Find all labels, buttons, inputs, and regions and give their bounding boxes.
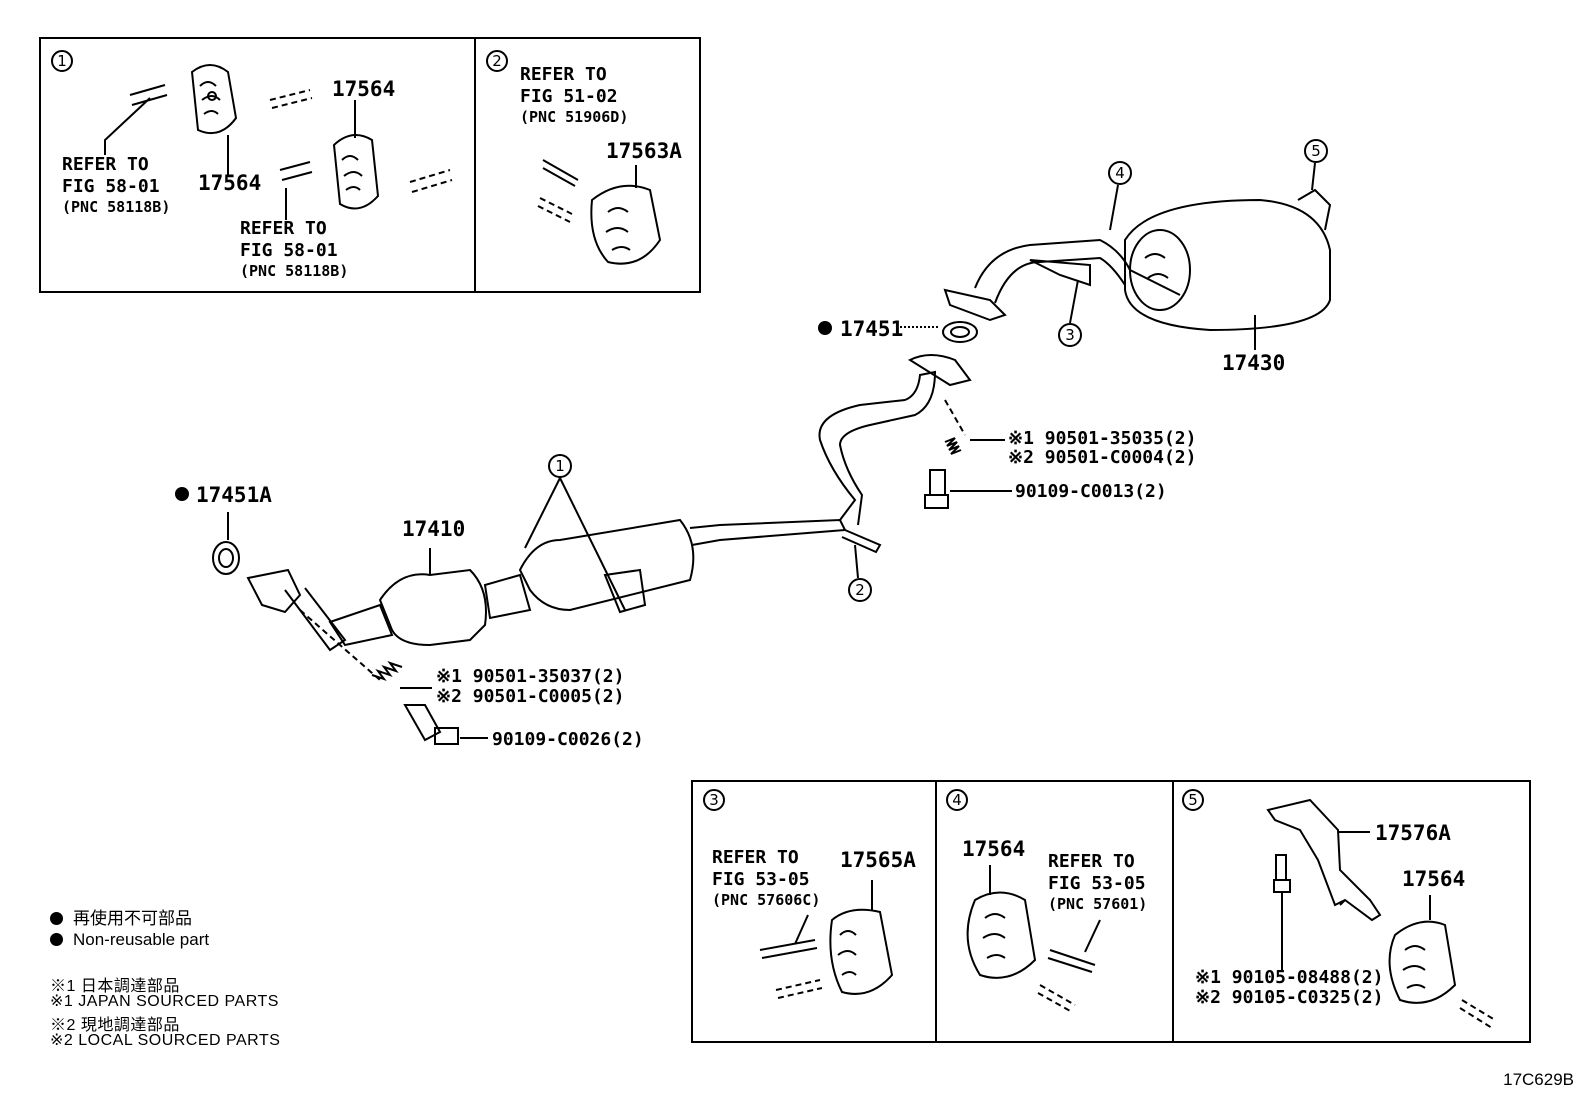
front-pipe-label: 17410 xyxy=(402,517,465,541)
box3-circle-icon xyxy=(703,789,725,811)
gasket-rear-label: 17451 xyxy=(840,317,903,341)
box4-part: 17564 xyxy=(962,837,1025,861)
box5-circle-icon xyxy=(1182,789,1204,811)
box5-bracket-part: 17576A xyxy=(1375,821,1451,845)
box1-number: 1 xyxy=(57,52,67,70)
nonreusable-dot-icon xyxy=(175,487,189,501)
nonreusable-dot-icon xyxy=(818,321,832,335)
box1-ref-b-line2: FIG 58-01 xyxy=(240,240,338,261)
bolt-icon xyxy=(924,469,949,509)
legend-note2-jp: ※2 現地調達部品 xyxy=(50,1017,180,1034)
box1-ref-a-line2: FIG 58-01 xyxy=(62,176,160,197)
legend-nonreusable-en: Non-reusable part xyxy=(50,930,209,950)
bolt-icon xyxy=(403,704,459,745)
spring-rear-1-label: ※1 90501-35035(2) xyxy=(1008,428,1196,449)
callout-5: 5 xyxy=(1311,142,1321,160)
legend-nonreusable-jp: 再使用不可部品 xyxy=(50,904,192,929)
rubber-hanger-icon xyxy=(590,184,662,265)
detail-box-3-4-5-frame xyxy=(691,780,1531,1043)
rubber-hanger-icon xyxy=(332,134,380,210)
rubber-hanger-icon xyxy=(1388,920,1457,1004)
bolt-rear-label: 90109-C0013(2) xyxy=(1015,481,1167,502)
box2-circle-icon xyxy=(486,50,508,72)
box3-ref-line1: REFER TO xyxy=(712,847,799,868)
legend-note1-en: ※1 JAPAN SOURCED PARTS xyxy=(50,993,279,1010)
callout-1: 1 xyxy=(555,457,565,475)
box2-ref-line3: (PNC 51906D) xyxy=(520,108,628,126)
muffler-icon xyxy=(943,188,1332,332)
box1-ref-b-line3: (PNC 58118B) xyxy=(240,262,348,280)
box4-ref-line1: REFER TO xyxy=(1048,851,1135,872)
rubber-hanger-icon xyxy=(966,891,1037,979)
spring-rear-2-label: ※2 90501-C0004(2) xyxy=(1008,447,1196,468)
gasket-front-label: 17451A xyxy=(196,483,272,507)
rubber-hanger-icon xyxy=(190,64,238,134)
legend-text: 再使用不可部品 xyxy=(73,909,192,928)
box4-circle-icon xyxy=(946,789,968,811)
box5-bolt-1: ※1 90105-08488(2) xyxy=(1195,967,1383,988)
spring-icon xyxy=(944,437,962,455)
legend-note1-jp: ※1 日本調達部品 xyxy=(50,978,180,995)
box1-part-a: 17564 xyxy=(332,77,395,101)
figure-code: 17C629B xyxy=(1503,1070,1574,1089)
box1-circle-icon xyxy=(51,50,73,72)
bolt-front-label: 90109-C0026(2) xyxy=(492,729,644,750)
box2-number: 2 xyxy=(492,52,502,70)
box2-ref-line1: REFER TO xyxy=(520,64,607,85)
box3-number: 3 xyxy=(709,791,719,809)
nonreusable-dot-icon xyxy=(50,933,63,946)
box1-ref-b-line1: REFER TO xyxy=(240,218,327,239)
callout-2: 2 xyxy=(855,581,865,599)
box3-ref-line2: FIG 53-05 xyxy=(712,869,810,890)
box4-ref-line3: (PNC 57601) xyxy=(1048,895,1147,913)
box1-ref-a-line1: REFER TO xyxy=(62,154,149,175)
box5-hanger-part: 17564 xyxy=(1402,867,1465,891)
legend-text: Non-reusable part xyxy=(73,930,210,949)
box4-number: 4 xyxy=(952,791,962,809)
box2-part: 17563A xyxy=(606,139,682,163)
detail-box-1-2-frame xyxy=(39,37,701,293)
bolt-icon xyxy=(1273,854,1291,893)
callout-4: 4 xyxy=(1115,164,1125,182)
gasket-front-icon xyxy=(212,541,240,575)
box3-ref-line3: (PNC 57606C) xyxy=(712,891,820,909)
spring-front-2-label: ※2 90501-C0005(2) xyxy=(436,686,624,707)
box2-ref-line2: FIG 51-02 xyxy=(520,86,618,107)
spring-front-1-label: ※1 90501-35037(2) xyxy=(436,666,624,687)
gasket-rear-icon xyxy=(942,321,978,343)
box3-part: 17565A xyxy=(840,848,916,872)
front-exhaust-pipe-icon xyxy=(246,518,847,652)
nonreusable-dot-icon xyxy=(50,912,63,925)
box4-ref-line2: FIG 53-05 xyxy=(1048,873,1146,894)
callout-3: 3 xyxy=(1065,326,1075,344)
muffler-label: 17430 xyxy=(1222,351,1285,375)
center-pipe-icon xyxy=(818,354,972,554)
bracket-icon xyxy=(1266,798,1382,922)
legend-note2-en: ※2 LOCAL SOURCED PARTS xyxy=(50,1032,281,1049)
box5-number: 5 xyxy=(1188,791,1198,809)
rubber-hanger-icon xyxy=(829,908,894,995)
box1-part-b: 17564 xyxy=(198,171,261,195)
box5-bolt-2: ※2 90105-C0325(2) xyxy=(1195,987,1383,1008)
spring-icon xyxy=(371,661,403,681)
box1-ref-a-line3: (PNC 58118B) xyxy=(62,198,170,216)
